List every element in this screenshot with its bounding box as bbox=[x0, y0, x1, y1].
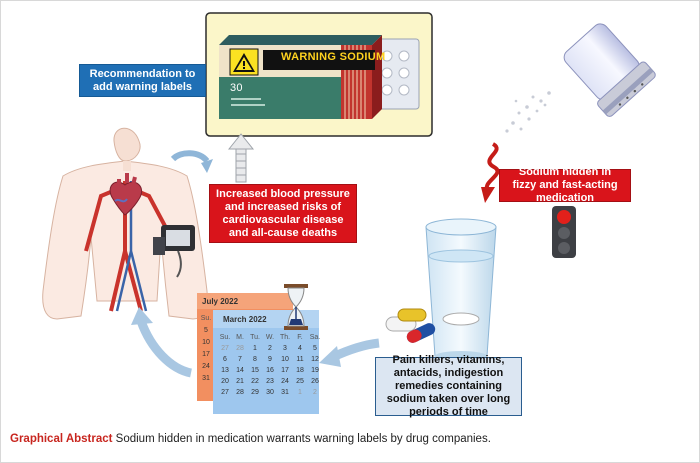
calendar-day: 5 bbox=[313, 345, 317, 352]
calendar-day: 31 bbox=[281, 389, 289, 396]
calendar-day: 28 bbox=[236, 389, 244, 396]
calendar-day: 26 bbox=[311, 378, 319, 385]
hourglass-icon bbox=[284, 284, 308, 330]
calendar-day: 29 bbox=[251, 389, 259, 396]
blood-pressure-box: Increased blood pressure and increased r… bbox=[209, 184, 357, 243]
pills-icon bbox=[385, 308, 436, 343]
traffic-light-icon bbox=[552, 206, 576, 258]
calendar-back-day: 10 bbox=[202, 339, 210, 346]
calendar-day: 15 bbox=[251, 367, 259, 374]
weekday-label: Su. bbox=[219, 334, 231, 341]
calendar-front-title: March 2022 bbox=[223, 315, 267, 324]
salt-shaker-icon bbox=[563, 23, 656, 117]
illustration bbox=[42, 12, 656, 414]
calendar-back-title: July 2022 bbox=[202, 297, 239, 306]
recommendation-box: Recommendation to add warning labels bbox=[79, 64, 206, 97]
curved-arrow-icon bbox=[170, 150, 213, 173]
weekday-label: Sa. bbox=[309, 334, 321, 341]
package-warning-text: WARNING SODIUM bbox=[281, 51, 386, 63]
weekday-label: M. bbox=[236, 334, 244, 341]
calendar-day: 19 bbox=[311, 367, 319, 374]
calendar-back-day: 31 bbox=[202, 375, 210, 382]
calendar-day: 25 bbox=[296, 378, 304, 385]
graphical-abstract-canvas: WARNING SODIUM 30 Recommendation to add … bbox=[1, 1, 699, 429]
calendar-day: 27 bbox=[221, 345, 229, 352]
calendar-day: 10 bbox=[281, 356, 289, 363]
calendar-back-column: Su. 5 10 17 24 31 bbox=[199, 315, 213, 382]
caption-label: Graphical Abstract bbox=[10, 433, 113, 445]
caption-text: Sodium hidden in medication warrants war… bbox=[112, 433, 491, 445]
calendar-day: 14 bbox=[236, 367, 244, 374]
weekday-label: W. bbox=[265, 334, 275, 341]
weekday-label: Tu. bbox=[250, 334, 260, 341]
calendar-back-day: 24 bbox=[202, 363, 210, 370]
calendar-day: 4 bbox=[298, 345, 302, 352]
package-count-text: 30 bbox=[230, 82, 243, 94]
calendar-day: 20 bbox=[221, 378, 229, 385]
figure-caption: Graphical Abstract Sodium hidden in medi… bbox=[10, 433, 491, 445]
human-heart-icon bbox=[109, 173, 143, 216]
pain-killers-box: Pain killers, vitamins, antacids, indige… bbox=[375, 354, 522, 418]
calendar-day: 30 bbox=[266, 389, 274, 396]
calendar-day: 2 bbox=[313, 389, 317, 396]
calendar-day: 16 bbox=[266, 367, 274, 374]
arrow-up-icon bbox=[227, 133, 255, 183]
calendar-back-weekday: Su. bbox=[200, 315, 212, 322]
calendar-day: 6 bbox=[223, 356, 227, 363]
calendar-day: 28 bbox=[236, 345, 244, 352]
calendar-day: 7 bbox=[238, 356, 242, 363]
salt-grains bbox=[505, 91, 551, 133]
calendar-day: 13 bbox=[221, 367, 229, 374]
water-glass-icon bbox=[425, 218, 497, 361]
calendar-day: 2 bbox=[268, 345, 272, 352]
cycle-arrow-right bbox=[319, 338, 380, 367]
calendar-day: 1 bbox=[253, 345, 257, 352]
calendar-day: 18 bbox=[296, 367, 304, 374]
blood-pressure-monitor-icon bbox=[153, 225, 195, 278]
weekday-label: Th. bbox=[279, 334, 291, 341]
medicine-package-icon bbox=[205, 12, 433, 137]
weekday-label: F. bbox=[297, 334, 303, 341]
cycle-arrow-left bbox=[131, 307, 193, 378]
calendar-day: 11 bbox=[296, 356, 304, 363]
calendar-day: 1 bbox=[298, 389, 302, 396]
calendar-day: 24 bbox=[281, 378, 289, 385]
calendar-day: 23 bbox=[266, 378, 274, 385]
calendar-day: 8 bbox=[253, 356, 257, 363]
calendar-day: 17 bbox=[281, 367, 289, 374]
calendar-front-grid: Su. M. Tu. W. Th. F. Sa. 27 28 1 2 3 4 5… bbox=[218, 334, 322, 396]
human-body-icon bbox=[42, 127, 208, 320]
calendar-day: 12 bbox=[311, 356, 319, 363]
calendar-back-day: 5 bbox=[204, 327, 208, 334]
sodium-hidden-box: Sodium hidden in fizzy and fast-acting m… bbox=[499, 166, 631, 204]
calendar-day: 9 bbox=[268, 356, 272, 363]
calendar-day: 3 bbox=[283, 345, 287, 352]
calendar-day: 22 bbox=[251, 378, 259, 385]
zigzag-arrow-icon bbox=[481, 142, 500, 203]
calendar-day: 27 bbox=[221, 389, 229, 396]
calendar-day: 21 bbox=[236, 378, 244, 385]
calendar-back-day: 17 bbox=[202, 351, 210, 358]
